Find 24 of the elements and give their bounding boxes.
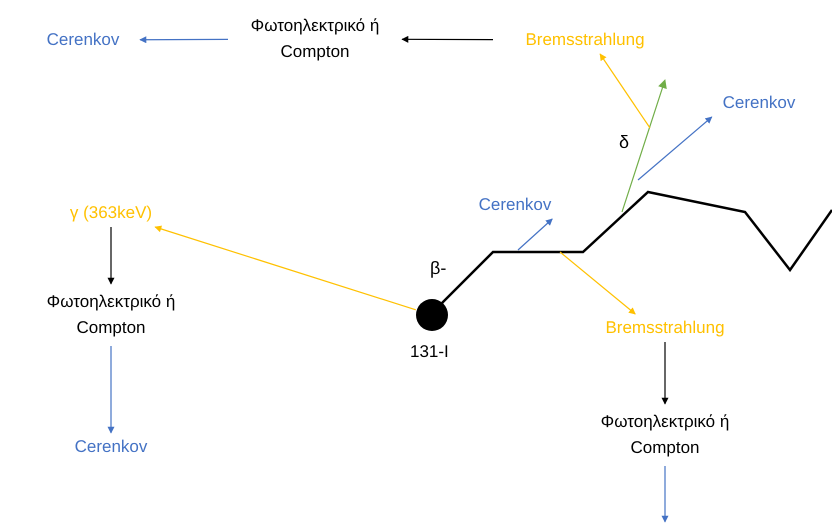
arrow: [662, 466, 668, 523]
particle-label: δ: [619, 131, 630, 154]
arrow: [662, 342, 668, 405]
isotope-label: 131-I: [410, 341, 449, 363]
node-label: Φωτοηλεκτρικό ή Compton: [46, 291, 176, 339]
arrow: [401, 36, 493, 43]
arrow: [638, 116, 712, 180]
arrow: [600, 53, 650, 128]
node-label: Cerenkov: [74, 436, 148, 458]
node-label: γ (363keV): [70, 202, 152, 224]
node-label: Φωτοηλεκτρικό ή Compton: [600, 411, 730, 459]
node-label: Cerenkov: [478, 194, 552, 216]
node-label: Bremsstrahlung: [605, 317, 725, 339]
arrow: [560, 252, 636, 314]
node-label: Cerenkov: [722, 92, 796, 114]
particle-label: β-: [430, 257, 446, 280]
node-label: Φωτοηλεκτρικό ή Compton: [250, 15, 380, 63]
node-label: Cerenkov: [46, 29, 120, 51]
arrow: [108, 346, 114, 434]
arrow: [139, 36, 228, 44]
arrow: [108, 227, 114, 285]
node-label: Bremsstrahlung: [525, 29, 645, 51]
arrow: [518, 218, 553, 250]
arrow: [154, 226, 416, 310]
